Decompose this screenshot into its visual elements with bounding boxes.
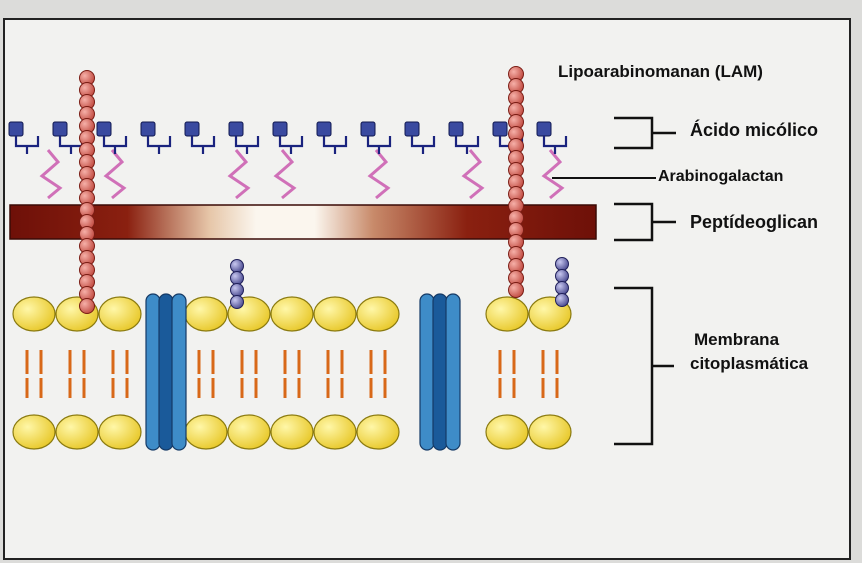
lipid-head-outer [314, 297, 356, 331]
lipid-head-inner [486, 415, 528, 449]
label-peptidoglycan: Peptídeoglican [690, 212, 818, 233]
mycolic-acid-head [493, 122, 507, 136]
mycolic-acid-head [53, 122, 67, 136]
mycolic-acid-link [148, 136, 170, 146]
mycolic-acid-head [405, 122, 419, 136]
glycolipid-bead [556, 282, 569, 295]
mycolic-acid-head [229, 122, 243, 136]
mycolic-acid-head [449, 122, 463, 136]
label-bracket [614, 288, 652, 444]
glycolipid-bead [231, 296, 244, 309]
arabinogalactan-zigzag [544, 150, 562, 198]
label-membrane-line2: citoplasmática [690, 354, 808, 374]
protein-channel-helix [446, 294, 460, 450]
protein-channel-helix [420, 294, 434, 450]
glycolipid-bead [556, 270, 569, 283]
lipoarabinomannan-chains [80, 67, 524, 314]
protein-channel-helix [172, 294, 186, 450]
cytoplasmic-membrane [13, 297, 571, 449]
lipid-head-inner [314, 415, 356, 449]
arabinogalactan-chains [42, 150, 562, 198]
label-brackets [552, 118, 676, 444]
lipid-head-outer [99, 297, 141, 331]
peptidoglycan-layer [10, 205, 596, 239]
mycolic-acid-link [324, 136, 346, 146]
mycolic-acid-link [456, 136, 478, 146]
lipid-head-inner [185, 415, 227, 449]
mycolic-acid-head [141, 122, 155, 136]
arabinogalactan-zigzag [464, 150, 482, 198]
mycolic-acid-head [361, 122, 375, 136]
mycolic-acid-head [273, 122, 287, 136]
lipid-head-inner [271, 415, 313, 449]
lipid-head-outer [486, 297, 528, 331]
lipid-head-inner [99, 415, 141, 449]
label-bracket [614, 118, 652, 148]
label-lam: Lipoarabinomanan (LAM) [558, 62, 763, 82]
mycolic-acid-head [9, 122, 23, 136]
lipid-head-inner [529, 415, 571, 449]
label-mycolic-acid: Ácido micólico [690, 120, 818, 141]
mycolic-acid-link [236, 136, 258, 146]
lipid-head-outer [185, 297, 227, 331]
protein-channel-helix [146, 294, 160, 450]
lipid-head-inner [357, 415, 399, 449]
lipid-head-outer [357, 297, 399, 331]
mycolic-acid-link [280, 136, 302, 146]
mycolic-acid-head [185, 122, 199, 136]
lipid-head-outer [13, 297, 55, 331]
glycolipid-bead [556, 294, 569, 307]
protein-channel-helix [159, 294, 173, 450]
protein-channel-helix [433, 294, 447, 450]
peptidoglycan-band [10, 205, 596, 239]
glycolipid-bead [231, 284, 244, 297]
lipid-head-inner [13, 415, 55, 449]
label-bracket [614, 204, 652, 240]
lipid-head-outer [271, 297, 313, 331]
mycolic-acid-head [537, 122, 551, 136]
arabinogalactan-zigzag [370, 150, 388, 198]
arabinogalactan-zigzag [230, 150, 248, 198]
glycolipid-bead [556, 258, 569, 271]
lam-bead [509, 283, 524, 298]
glycolipid-bead [231, 272, 244, 285]
arabinogalactan-zigzag [106, 150, 124, 198]
arabinogalactan-zigzag [42, 150, 60, 198]
lipid-head-inner [228, 415, 270, 449]
mycolic-acid-link [60, 136, 82, 146]
glycolipid-bead [231, 260, 244, 273]
mycolic-acid-head [97, 122, 111, 136]
label-arabinogalactan: Arabinogalactan [658, 168, 783, 186]
mycolic-acid-head [317, 122, 331, 136]
mycolic-acid-link [412, 136, 434, 146]
lipid-head-inner [56, 415, 98, 449]
mycolic-acid-link [192, 136, 214, 146]
label-membrane-line1: Membrana [694, 330, 779, 350]
mycolic-acid-link [368, 136, 390, 146]
mycolic-acid-link [16, 136, 38, 146]
mycolic-acid-link [544, 136, 566, 146]
mycolic-acid-link [104, 136, 126, 146]
lam-bead [80, 299, 95, 314]
arabinogalactan-zigzag [276, 150, 294, 198]
